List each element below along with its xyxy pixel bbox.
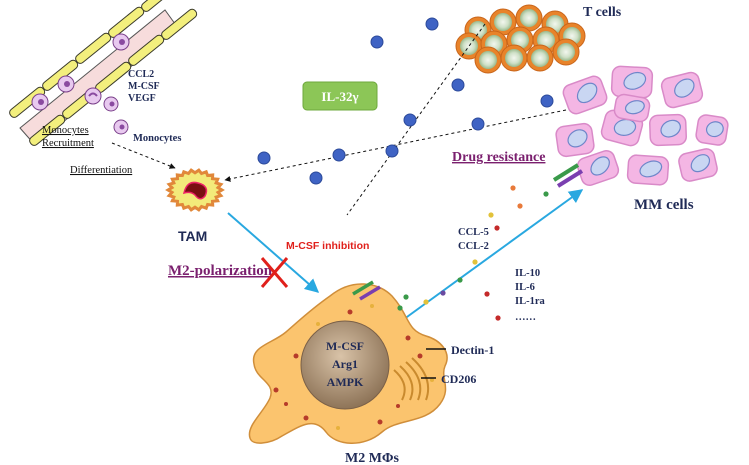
signal-vegf: VEGF	[128, 93, 156, 104]
il32-dot	[332, 148, 346, 162]
il32-dot	[370, 35, 384, 49]
il32-dot	[425, 17, 439, 31]
cd206-label: CD206	[441, 372, 476, 386]
mm-cell	[660, 71, 704, 109]
secreted-dot	[495, 315, 501, 321]
il32-dot	[471, 117, 485, 131]
il32-dot	[403, 113, 417, 127]
cytokine-il10: IL-10	[515, 268, 540, 279]
il32-to-tam-arrow	[224, 109, 567, 182]
tam-cell	[165, 168, 225, 212]
recruitment-label-line1: Monocytes	[42, 125, 89, 136]
mm-cell	[576, 149, 620, 187]
marker-arg1: Arg1	[332, 357, 358, 371]
vessel-monocytes	[31, 33, 130, 135]
recruitment-arrow	[111, 142, 176, 169]
differentiation-label: Differentiation	[70, 165, 133, 176]
m2-polarization-label: M2-polarization	[168, 263, 273, 279]
signal-mcsf: M-CSF	[128, 81, 160, 92]
nucleus	[300, 320, 390, 410]
secreted-dot	[472, 259, 478, 265]
signal-ccl2: CCL2	[128, 69, 154, 80]
secreted-dot	[403, 294, 409, 300]
il32-dot	[451, 78, 465, 92]
blood-vessel	[9, 0, 198, 146]
secreted-dot	[484, 291, 490, 297]
drug-resistance-label: Drug resistance	[452, 150, 545, 165]
t-cell	[526, 44, 554, 72]
mm-cell	[678, 148, 718, 182]
t-cell	[474, 46, 502, 74]
inhibition-x-icon	[260, 257, 289, 288]
secreted-dot	[397, 305, 403, 311]
mm-cell	[613, 93, 651, 123]
tam-label: TAM	[178, 228, 207, 244]
t-cells-label: T cells	[583, 5, 622, 20]
mm-cell	[695, 114, 729, 146]
secreted-dot	[543, 191, 549, 197]
marker-ampk: AMPK	[327, 375, 364, 389]
marker-mcsf: M-CSF	[326, 339, 364, 353]
monocytes-label: Monocytes	[133, 133, 181, 144]
secreted-dot	[517, 203, 523, 209]
secreted-dot	[494, 225, 500, 231]
m2-macrophages-label: M2 MΦs	[345, 451, 400, 465]
polarization-arrow	[227, 212, 320, 293]
cytokine-il6: IL-6	[515, 282, 535, 293]
mcsf-inhibition-label: M-CSF inhibition	[286, 240, 369, 252]
mm-cell	[562, 75, 608, 115]
mm-cell	[649, 113, 687, 147]
mm-cells-label: MM cells	[634, 197, 694, 213]
secreted-dot	[488, 212, 494, 218]
il32-dot	[309, 171, 323, 185]
dectin-label: Dectin-1	[451, 343, 494, 357]
secreted-factors	[397, 185, 549, 321]
chemokine-ccl2: CCL-2	[458, 241, 489, 252]
secretion-arrow	[399, 189, 584, 323]
t-cell	[489, 8, 517, 36]
mm-cell-cluster	[555, 65, 729, 187]
t-cell	[515, 4, 543, 32]
m2-receptor	[352, 280, 381, 301]
il32-dot	[385, 144, 399, 158]
t-cell-cluster	[455, 4, 586, 74]
t-cell	[500, 44, 528, 72]
t-cell	[552, 38, 580, 66]
il32-dot	[540, 94, 554, 108]
mm-cell	[555, 122, 595, 158]
il32-dot	[257, 151, 271, 165]
cytokine-il1ra: IL-1ra	[515, 296, 545, 307]
secreted-dot	[440, 290, 446, 296]
il32-molecules	[257, 17, 554, 185]
secreted-dot	[457, 277, 463, 283]
cytokine-more: ……	[515, 312, 536, 323]
mm-cell	[610, 65, 654, 99]
il32-box	[302, 81, 378, 111]
secreted-dot	[423, 299, 429, 305]
recruitment-label-line2: Recruitment	[42, 138, 94, 149]
mm-receptor	[552, 163, 584, 188]
chemokine-ccl5: CCL-5	[458, 227, 489, 238]
il32-label: IL-32γ	[321, 89, 358, 104]
secreted-dot	[510, 185, 516, 191]
mm-cell	[626, 154, 670, 186]
